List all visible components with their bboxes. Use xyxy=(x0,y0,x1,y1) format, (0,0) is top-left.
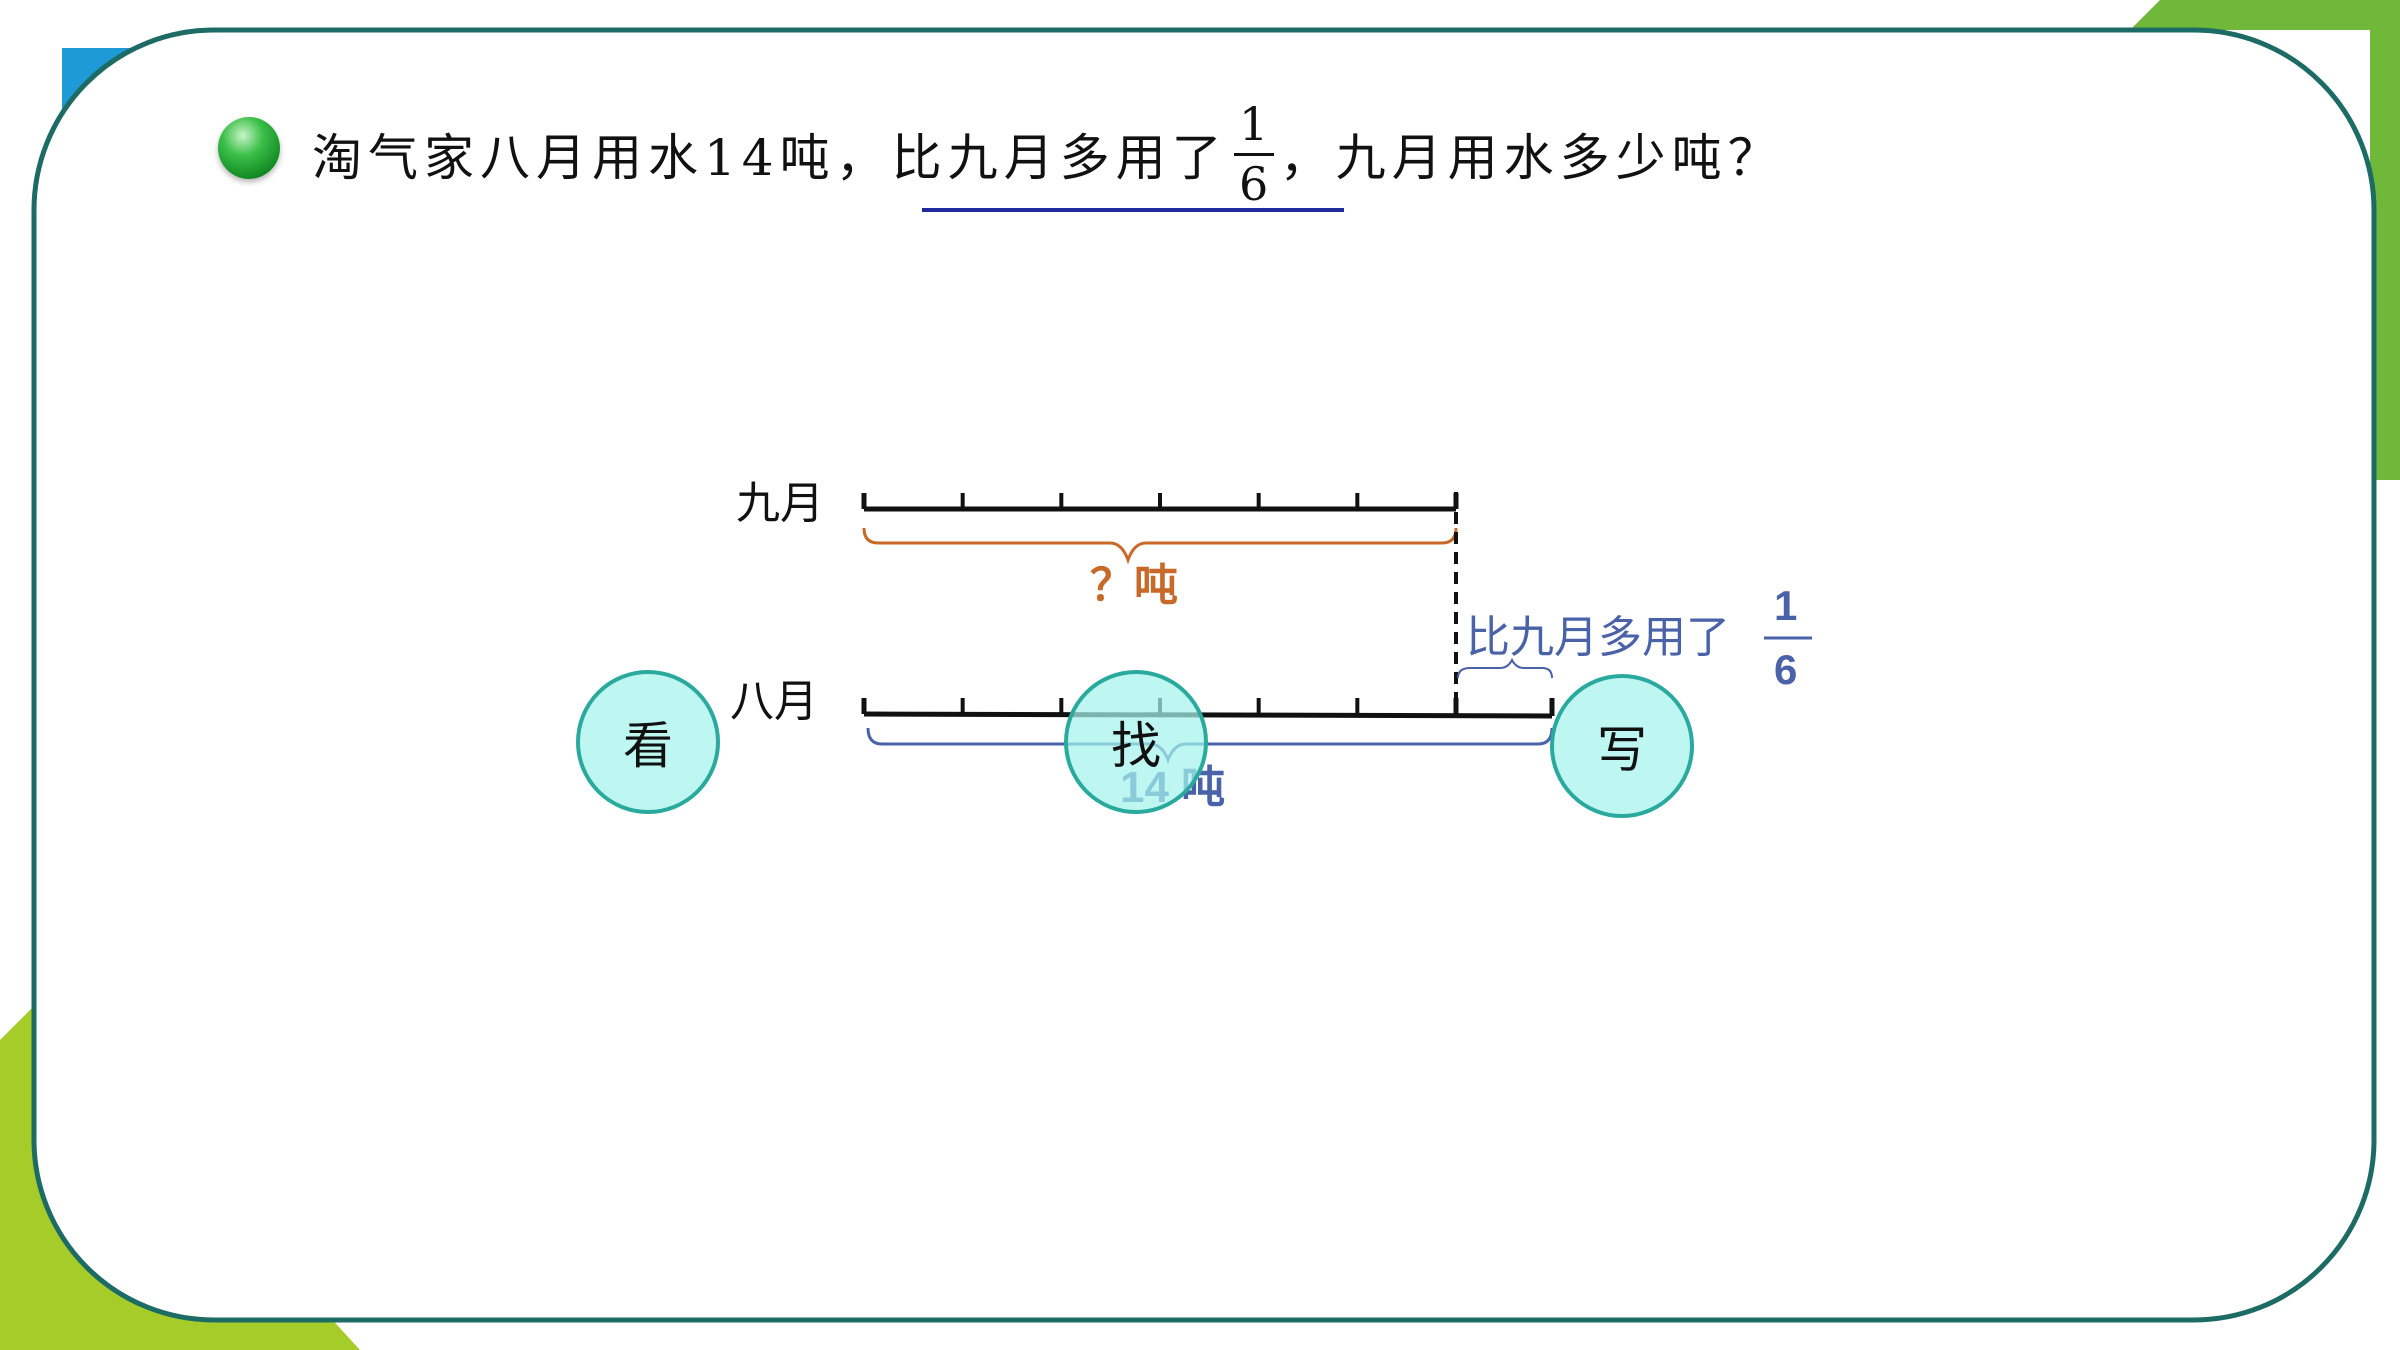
question-fraction-denominator: 6 xyxy=(1238,156,1269,211)
august-label: 八月 xyxy=(730,677,818,726)
fraction-bar xyxy=(1233,152,1274,156)
question-underlined-part: 比九月多用了 xyxy=(891,129,1228,187)
look-button[interactable]: 看 xyxy=(576,670,720,814)
question-part-1: 淘气家八月用水14吨， xyxy=(312,129,892,187)
september-brace xyxy=(862,527,1458,565)
question-text: 淘气家八月用水14吨， 比九月多用了 1 6 ，九月用水多少吨？ xyxy=(312,84,1784,224)
extra-brace xyxy=(1457,657,1553,679)
extra-fraction-numerator: 1 xyxy=(1774,582,1797,629)
green-bullet-icon xyxy=(218,117,280,179)
september-brace-label: ？吨 xyxy=(1090,561,1178,610)
extra-fraction-denominator: 6 xyxy=(1774,646,1797,693)
extra-label: 比九月多用了 xyxy=(1466,613,1730,662)
content-frame xyxy=(31,27,2377,1323)
find-button[interactable]: 找 xyxy=(1064,670,1208,814)
question-part-2: ，九月用水多少吨？ xyxy=(1279,129,1784,187)
question-underline xyxy=(922,208,1344,212)
write-button[interactable]: 写 xyxy=(1550,674,1694,818)
question-fraction-numerator: 1 xyxy=(1238,97,1269,152)
august-brace xyxy=(866,727,1554,765)
september-label: 九月 xyxy=(736,479,824,528)
august-line xyxy=(863,711,1553,719)
question-fraction: 1 6 xyxy=(1233,97,1274,211)
